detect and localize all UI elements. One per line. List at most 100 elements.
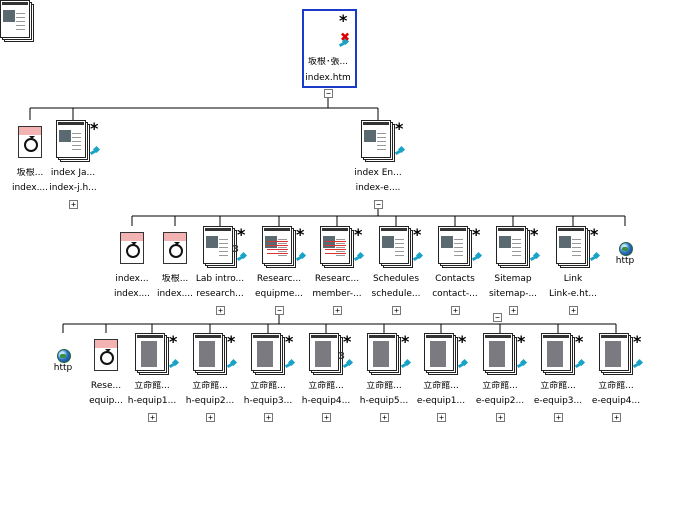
node-filename[interactable]: index.... [11,183,49,193]
link-arrow-icon[interactable] [89,145,101,156]
expand-button[interactable]: + [333,306,342,315]
node-title[interactable]: Lab intro... [195,274,245,284]
expand-button[interactable]: + [148,413,157,422]
node-title[interactable]: index Ja... [50,168,96,178]
node-filename[interactable]: research... [196,289,244,299]
link-arrow-icon[interactable] [168,358,180,369]
node-title[interactable]: Link [563,274,583,284]
thumbnail-text-line [16,25,25,26]
expand-button[interactable]: + [437,413,446,422]
link-arrow-icon[interactable] [412,251,424,262]
expand-button[interactable]: + [554,413,563,422]
link-arrow-icon[interactable] [529,251,541,262]
expand-button[interactable]: + [509,306,518,315]
node-title[interactable]: 立命館... [598,381,634,391]
node-filename[interactable]: sitemap-... [488,289,538,299]
node-title[interactable]: Researc... [314,274,360,284]
node-title[interactable]: http [615,256,635,266]
node-title[interactable]: Researc... [256,274,302,284]
node-title[interactable]: 坂根... [161,274,189,284]
node-title[interactable]: 立命館... [250,381,286,391]
node-title[interactable]: 立命館... [192,381,228,391]
expand-button[interactable]: + [264,413,273,422]
node-filename[interactable]: Link-e.ht... [549,289,597,299]
node-title[interactable]: index En... [354,168,402,178]
page-thumbnail [361,120,391,158]
expand-button[interactable]: + [569,306,578,315]
node-title[interactable]: 坂根... [16,168,44,178]
thumbnail-image [59,130,71,142]
node-filename[interactable]: h-equip5... [359,396,409,406]
link-arrow-icon[interactable] [400,358,412,369]
node-filename[interactable]: h-equip4... [301,396,351,406]
node-filename[interactable]: index-j.h... [49,183,97,193]
link-arrow-icon[interactable] [574,358,586,369]
node-filename[interactable]: e-equip2... [475,396,525,406]
collapse-button[interactable]: − [493,313,502,322]
modified-icon: * [395,119,404,138]
node-title[interactable]: Schedules [372,274,420,284]
thumbnail-text-line [278,239,287,240]
thumbnail-text-line [219,255,228,256]
node-filename[interactable]: contact-... [432,289,478,299]
thumbnail-text-line [377,141,386,142]
node-title[interactable]: 立命館... [423,381,459,391]
expand-button[interactable]: + [206,413,215,422]
link-arrow-icon[interactable] [284,358,296,369]
thumbnail-text-line [278,255,287,256]
node-title[interactable]: 立命館... [482,381,518,391]
node-title[interactable]: 立命館... [540,381,576,391]
link-arrow-icon[interactable] [394,145,406,156]
node-filename[interactable]: h-equip1... [127,396,177,406]
expand-button[interactable]: + [322,413,331,422]
link-arrow-icon[interactable] [353,251,365,262]
node-filename[interactable]: e-equip3... [533,396,583,406]
expand-button[interactable]: + [216,306,225,315]
expand-button[interactable]: + [69,200,78,209]
node-title[interactable]: 立命館... [134,381,170,391]
node-filename[interactable]: e-equip1... [416,396,466,406]
expand-button[interactable]: + [612,413,621,422]
node-filename[interactable]: e-equip4... [591,396,641,406]
node-filename[interactable]: index.... [113,289,151,299]
root-title[interactable]: 坂根･張... [307,57,349,67]
link-arrow-icon[interactable] [226,358,238,369]
thumbnail-text-line [395,239,404,240]
link-arrow-icon[interactable] [457,358,469,369]
thumbnail-red-line [325,241,346,242]
node-title[interactable]: Sitemap [494,274,532,284]
node-title[interactable]: Rese... [90,381,122,391]
collapse-button[interactable]: − [275,306,284,315]
node-filename[interactable]: h-equip3... [243,396,293,406]
thumbnail-text-line [572,239,581,240]
thumbnail-text-line [454,251,463,252]
link-arrow-icon[interactable] [295,251,307,262]
node-filename[interactable]: equipme... [254,289,304,299]
node-title[interactable]: 立命館... [366,381,402,391]
expand-button[interactable]: + [380,413,389,422]
node-filename[interactable]: equip... [89,396,123,406]
expand-button[interactable]: + [392,306,401,315]
node-title[interactable]: Contacts [435,274,475,284]
link-arrow-icon[interactable] [632,358,644,369]
root-filename[interactable]: index.htm [305,73,351,83]
node-title[interactable]: index... [115,274,149,284]
node-filename[interactable]: index-e.... [355,183,401,193]
page-thumbnail-icon [496,226,530,268]
node-title[interactable]: http [53,363,73,373]
node-filename[interactable]: schedule... [371,289,421,299]
thumbnail-text-line [16,17,25,18]
page-thumbnail [262,226,292,264]
link-arrow-icon[interactable] [471,251,483,262]
expand-button[interactable]: + [496,413,505,422]
node-filename[interactable]: member-... [312,289,362,299]
expand-button[interactable]: + [451,306,460,315]
collapse-button[interactable]: − [374,200,383,209]
node-filename[interactable]: h-equip2... [185,396,235,406]
collapse-button[interactable]: − [324,89,333,98]
node-filename[interactable]: index.... [156,289,194,299]
thumbnail-text-line [512,255,521,256]
node-title[interactable]: 立命館... [308,381,344,391]
link-arrow-icon[interactable] [516,358,528,369]
thumbnail-red-line [325,245,346,246]
